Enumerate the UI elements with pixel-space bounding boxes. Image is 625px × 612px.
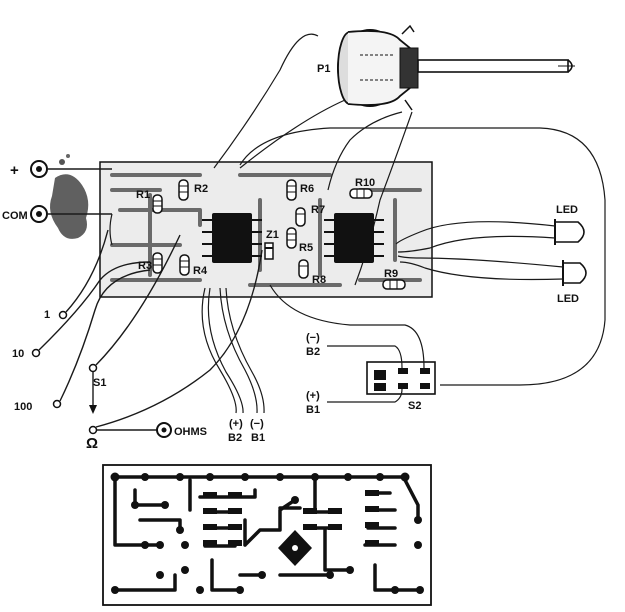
wire-com-range [109,213,113,246]
wire-b2-bottom-b [207,287,244,414]
resistor-r5 [286,227,297,249]
pcb-trace-layout [102,464,432,606]
wire-p1-a [213,33,319,169]
resistor-r7 [295,207,306,227]
label-r5: R5 [299,242,313,254]
terminal-com [30,205,112,223]
resistor-r1 [152,194,163,214]
label-r9: R9 [384,268,398,280]
terminal-plus [30,160,112,178]
label-range-100: 100 [14,401,32,413]
terminal-range-100 [52,269,151,409]
led-bottom [397,255,587,286]
label-b2-bottom: B2 [228,432,242,444]
label-r10: R10 [355,177,375,189]
label-r6: R6 [300,183,314,195]
label-r3: R3 [138,260,152,272]
wire-b1-bottom-a [219,287,258,414]
label-plus: + [10,162,19,179]
wire-board-s2 [269,284,425,369]
label-r7: R7 [311,204,325,216]
label-b1-plus-sign: (+) [306,390,320,402]
wire-b2-minus [327,345,403,369]
wire-p1-c [327,111,403,191]
switch-s2 [366,361,436,395]
terminal-ohm-common [88,249,263,435]
label-r2: R2 [194,183,208,195]
zener-z1 [264,242,274,260]
resistor-r3 [152,252,163,274]
label-s1: S1 [93,377,106,389]
switch-s1 [88,234,181,414]
label-led-top: LED [556,204,578,216]
resistor-r6 [286,179,297,201]
label-range-1: 1 [44,309,50,321]
terminal-ohms [156,422,172,438]
label-b1-minus-sign: (−) [250,418,264,430]
label-r4: R4 [193,265,208,277]
wire-loop-s2 [239,127,606,386]
resistor-r2 [178,179,189,201]
label-b2-minus-sign: (−) [306,332,320,344]
wire-p1-b [239,99,346,169]
label-r8: R8 [312,274,326,286]
terminal-range-10 [31,261,151,358]
label-r1: R1 [136,189,150,201]
wire-b1-bottom-b [225,287,265,414]
led-top [395,219,585,253]
label-b1-plus: B1 [306,404,320,416]
label-led-bottom: LED [557,293,579,305]
label-b1-bottom: B1 [251,432,265,444]
label-z1: Z1 [266,229,279,241]
component-board [99,161,433,298]
terminal-range-1 [58,229,109,320]
label-com: COM [2,210,28,222]
resistor-r9 [382,279,406,290]
label-b2-minus: B2 [306,346,320,358]
label-p1: P1 [317,63,330,75]
resistor-r4 [179,254,190,276]
label-omega: Ω [86,435,98,452]
label-s2: S2 [408,400,421,412]
label-ohms: OHMS [174,426,207,438]
potentiometer-p1 [337,24,575,111]
ic-left [202,213,262,263]
wire-b2-bottom-a [201,287,237,414]
label-range-10: 10 [12,348,24,360]
stain-mark [50,154,89,239]
resistor-r10 [349,188,373,199]
label-b2-plus-sign: (+) [229,418,243,430]
resistor-r8 [298,259,309,279]
ic-right [324,213,384,263]
wire-b1-plus [327,388,403,403]
